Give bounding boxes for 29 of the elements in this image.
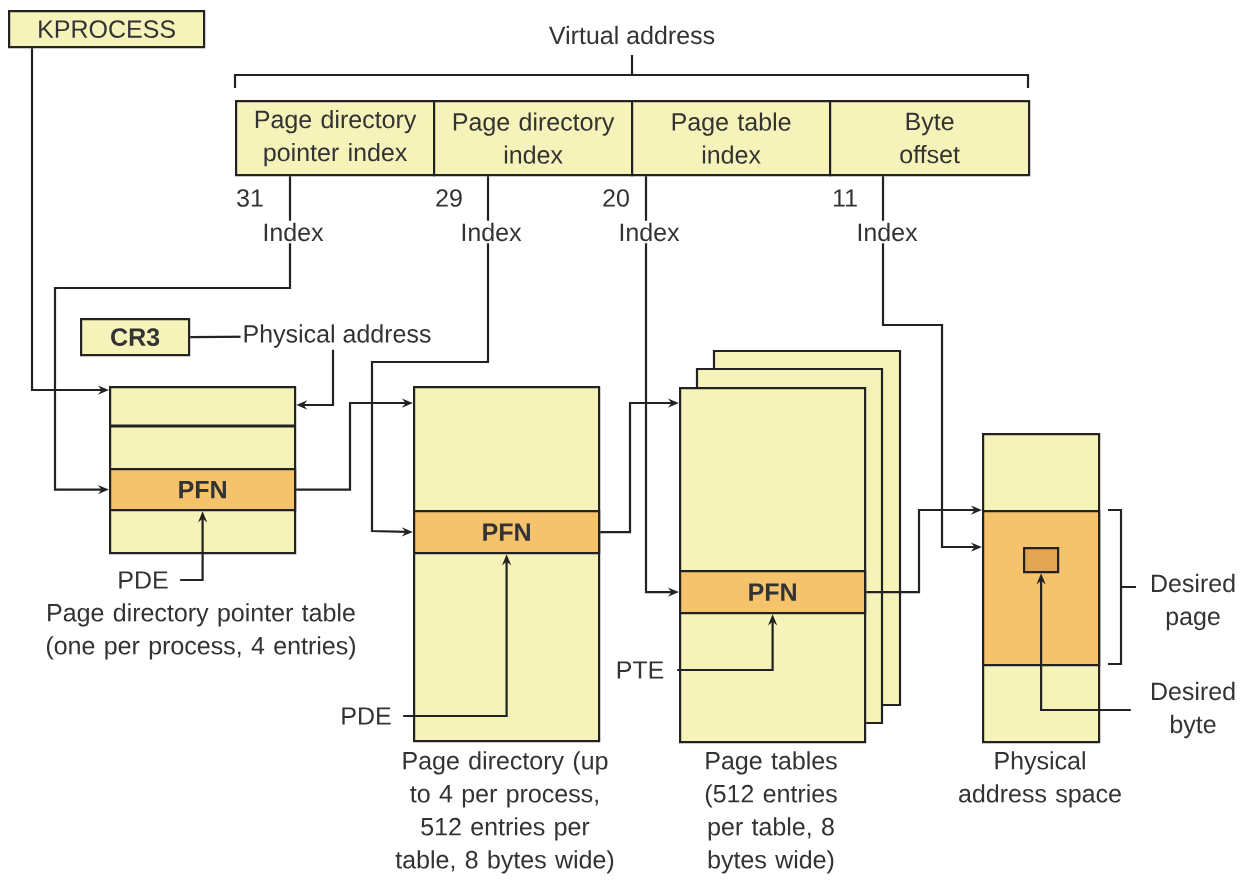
title-label: Virtual address	[548, 25, 715, 45]
callout-label: PDE	[342, 707, 391, 725]
node-label: Physical address space	[959, 751, 1121, 808]
node-label: Page tables (512 entries per table, 8 bytes wide)	[705, 751, 837, 874]
bit-number: 11	[833, 189, 857, 207]
bit-number: 20	[603, 189, 629, 207]
node-label: Page directory pointer table (one per process, 4 entries)	[46, 603, 356, 660]
edge-label: Physical address	[240, 322, 434, 350]
register-box: CR3	[80, 318, 191, 357]
callout-label: Desired byte	[1152, 681, 1235, 739]
edge-label: Index	[854, 220, 920, 244]
edge-label: Index	[616, 220, 682, 244]
address-field: Page directory pointer index	[235, 100, 436, 177]
callout-label: PTE	[617, 661, 664, 679]
table-entry: PFN	[679, 570, 867, 615]
callout-label: PDE	[119, 571, 168, 589]
address-field: Byte offset	[829, 100, 1031, 177]
table-entry: PFN	[109, 468, 297, 512]
address-field: Page directory index	[433, 100, 634, 177]
byte-box	[1023, 547, 1060, 574]
bit-number: 29	[436, 189, 462, 207]
structure-box: KPROCESS	[8, 10, 206, 49]
page-region	[982, 510, 1101, 667]
bracket-label: Desired page	[1152, 573, 1235, 631]
edge-label: Index	[458, 220, 524, 244]
address-field: Page table index	[631, 100, 832, 177]
table-entry: PFN	[413, 510, 601, 555]
edge-label: Index	[260, 220, 326, 244]
node-label: Page directory (up to 4 per process, 512 entries per table, 8 bytes wide)	[395, 751, 614, 874]
